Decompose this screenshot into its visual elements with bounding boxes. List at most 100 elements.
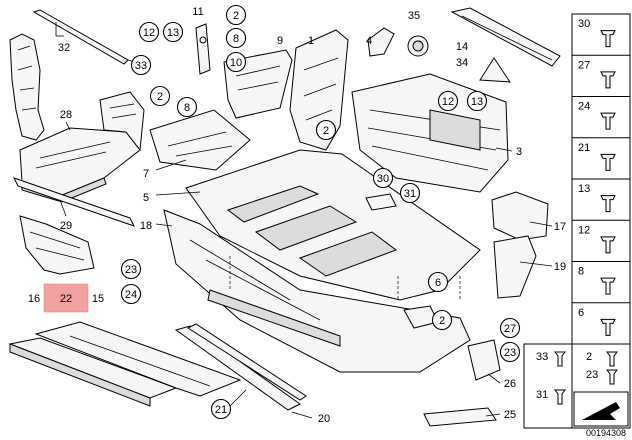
hardware-label: 21 <box>578 142 590 154</box>
callout-label: 15 <box>92 293 104 305</box>
callout-19[interactable]: 19 <box>519 261 566 273</box>
callout-5[interactable]: 5 <box>143 191 201 204</box>
part-21-rail <box>174 323 307 411</box>
hardware-row-33[interactable]: 33 <box>536 351 566 367</box>
callout-leader <box>495 147 513 152</box>
hardware-row-2[interactable]: 2 <box>586 351 618 367</box>
callout-33[interactable]: 33 <box>127 54 152 76</box>
callout-circle <box>427 271 449 293</box>
callout-21[interactable]: 21 <box>210 389 247 420</box>
callout-29[interactable]: 29 <box>59 199 72 232</box>
part-16-plate <box>8 337 178 407</box>
part-7-splash <box>149 109 251 171</box>
callout-13[interactable]: 13 <box>162 21 184 43</box>
callout-2[interactable]: 2 <box>431 309 453 331</box>
callout-label: 16 <box>28 293 40 305</box>
callout-2[interactable]: 2 <box>149 85 171 107</box>
callout-leader <box>65 121 71 131</box>
callout-12[interactable]: 12 <box>437 90 459 112</box>
callout-22[interactable]: 22 <box>43 283 89 313</box>
callout-23[interactable]: 23 <box>499 341 521 363</box>
part-rod-32 <box>32 9 129 65</box>
hardware-label: 30 <box>578 18 590 30</box>
callout-15[interactable]: 15 <box>92 293 104 305</box>
callout-4[interactable]: 4 <box>366 35 372 47</box>
callout-16[interactable]: 16 <box>28 293 40 305</box>
part-28-duct <box>19 91 145 203</box>
callout-label: 34 <box>456 57 468 69</box>
part-illustrations <box>8 7 561 427</box>
fastener-icon <box>600 195 616 213</box>
hardware-row-24[interactable]: 24 <box>572 96 630 130</box>
hardware-row-31[interactable]: 31 <box>536 389 566 405</box>
part-15-plate <box>34 321 242 397</box>
fastener-icon <box>600 236 616 254</box>
callout-6[interactable]: 6 <box>427 271 449 293</box>
callout-2[interactable]: 2 <box>315 119 337 141</box>
hardware-row-27[interactable]: 27 <box>572 54 630 89</box>
part-5-underbody <box>185 149 481 301</box>
callout-3[interactable]: 3 <box>495 146 522 158</box>
callout-label: 6 <box>435 277 441 289</box>
hardware-label: 23 <box>586 369 598 381</box>
fastener-icon <box>606 369 618 385</box>
callout-label: 8 <box>233 33 239 45</box>
callout-7[interactable]: 7 <box>143 159 187 180</box>
hardware-row-8[interactable]: 8 <box>572 261 630 295</box>
callout-10[interactable]: 10 <box>225 51 247 73</box>
callout-label: 12 <box>143 27 155 39</box>
callout-26[interactable]: 26 <box>487 373 516 390</box>
callout-leader <box>487 373 501 384</box>
hardware-label: 8 <box>578 266 584 278</box>
hardware-row-12[interactable]: 12 <box>572 219 630 254</box>
hardware-label: 12 <box>578 224 590 236</box>
callout-28[interactable]: 28 <box>60 109 72 131</box>
callout-11[interactable]: 11 <box>192 6 203 18</box>
callout-27[interactable]: 27 <box>499 317 521 339</box>
callout-label: 23 <box>504 347 516 359</box>
callout-8[interactable]: 8 <box>176 96 198 118</box>
callout-13[interactable]: 13 <box>466 90 488 112</box>
callout-14[interactable]: 14 <box>456 41 468 53</box>
hardware-row-13[interactable]: 13 <box>572 178 630 213</box>
callout-leader <box>291 411 313 419</box>
callout-label: 22 <box>60 293 72 305</box>
callout-circle <box>225 4 247 26</box>
callout-32[interactable]: 32 <box>56 35 70 54</box>
hardware-row-23[interactable]: 23 <box>586 369 618 385</box>
callout-label: 20 <box>318 413 330 425</box>
callout-30[interactable]: 30 <box>372 167 394 189</box>
part-4-clip <box>367 27 395 57</box>
callout-20[interactable]: 20 <box>291 411 330 425</box>
callout-label: 5 <box>143 192 149 204</box>
callout-circle <box>149 85 171 107</box>
part-17-bracket <box>491 191 549 241</box>
callout-label: 2 <box>323 125 329 137</box>
callout-12[interactable]: 12 <box>138 21 160 43</box>
callout-8[interactable]: 8 <box>225 27 247 49</box>
callout-circle <box>176 96 198 118</box>
callout-label: 26 <box>504 378 516 390</box>
callout-2[interactable]: 2 <box>225 4 247 26</box>
callout-1[interactable]: 1 <box>308 35 314 47</box>
part-25-strip <box>423 407 497 427</box>
hardware-row-21[interactable]: 21 <box>572 137 630 171</box>
callout-circle <box>225 27 247 49</box>
callout-25[interactable]: 25 <box>485 409 516 421</box>
callout-17[interactable]: 17 <box>529 221 566 233</box>
callout-35[interactable]: 35 <box>408 10 420 22</box>
callout-24[interactable]: 24 <box>120 283 142 305</box>
callout-31[interactable]: 31 <box>399 182 421 204</box>
callout-34[interactable]: 34 <box>456 57 468 69</box>
callout-18[interactable]: 18 <box>140 220 173 232</box>
callout-label: 1 <box>308 35 314 47</box>
fastener-icon <box>606 351 618 367</box>
callout-label: 31 <box>404 188 416 200</box>
hardware-row-30[interactable]: 30 <box>578 18 616 48</box>
hardware-row-6[interactable]: 6 <box>572 302 630 336</box>
hardware-label: 24 <box>578 101 590 113</box>
callout-9[interactable]: 9 <box>277 35 283 47</box>
callout-circle <box>120 258 142 280</box>
callout-23[interactable]: 23 <box>120 258 142 280</box>
